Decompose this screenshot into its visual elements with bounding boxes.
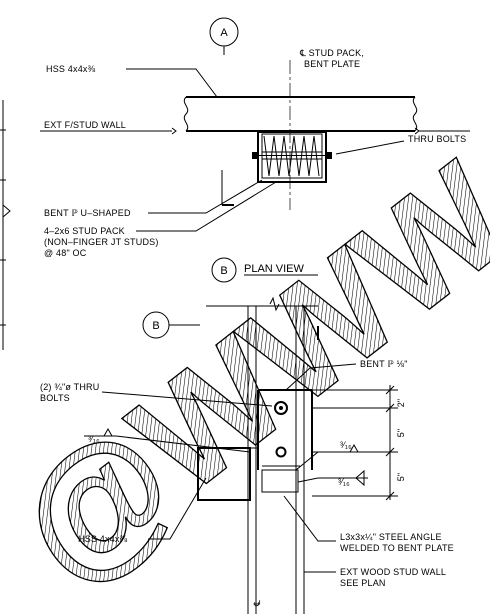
hss-beam [183, 96, 418, 132]
angle-label-1: L3x3x¼" STEEL ANGLE [340, 532, 442, 542]
stud-pack-desc-3: @ 48" OC [44, 248, 87, 258]
section-a-marker-label: A [220, 27, 228, 39]
thru-bolts [274, 401, 288, 458]
bolts-label-1: (2) ¾"ø THRU [40, 382, 99, 392]
plan-view-marker-label: B [220, 265, 227, 277]
weld-right-bottom-label: ³⁄₁₆ [338, 477, 350, 487]
thru-bolt [252, 152, 332, 159]
plan-view-title: PLAN VIEW [244, 263, 305, 275]
section-a: A [40, 17, 470, 258]
bolts-label-2: BOLTS [40, 393, 70, 403]
wall-label-1: EXT WOOD STUD WALL [340, 567, 446, 577]
stud-pack-desc-1: 4–2x6 STUD PACK [44, 226, 125, 236]
dim-mid: 5" [396, 429, 406, 438]
hss-label-a: HSS 4x4x⅜ [46, 64, 96, 74]
ext-wall-label: EXT F/STUD WALL [44, 120, 126, 130]
centerline-mark: ℄ [252, 600, 262, 607]
dim-bottom: 5" [396, 473, 406, 482]
weld-symbol-right-bottom: ³⁄₁₆ [297, 469, 368, 487]
hss-column [197, 447, 251, 501]
bent-plate-label-plan: BENT ℙ ⅛" [360, 359, 408, 369]
stud-pack-desc-2: (NON–FINGER JT STUDS) [44, 237, 159, 247]
weld-symbol-left: ³⁄₁₆ [84, 427, 251, 453]
plan-view-marker [211, 257, 237, 283]
section-cut-mark [221, 170, 234, 206]
wood-stud-wall [206, 296, 318, 614]
stud-pack-label-1: ℄ STUD PACK, [299, 48, 364, 58]
weld-right-top-label: ³⁄₁₆ [340, 440, 352, 450]
dim-top: 2" [396, 399, 406, 408]
plan-view: B PLAN VIEW B [40, 257, 454, 614]
section-b-marker-label: B [152, 320, 159, 332]
weld-symbol-right-top: ³⁄₁₆ [295, 440, 368, 471]
thru-bolts-label: THRU BOLTS [408, 134, 466, 144]
angle-label-2: WELDED TO BENT PLATE [340, 543, 454, 553]
hss-label-plan: HSS 4x4x⅜ [78, 534, 128, 544]
stud-pack [257, 131, 327, 183]
weld-left-label: ³⁄₁₆ [88, 434, 100, 444]
stud-pack-label-2: BENT PLATE [304, 59, 360, 69]
bent-plate-label-a: BENT ℙ U–SHAPED [44, 208, 131, 218]
left-edge-fragment [0, 100, 11, 350]
steel-angle [261, 465, 300, 493]
dimension-string: 2" 5" 5" [312, 385, 406, 501]
ext-wall-line [40, 127, 470, 135]
wall-label-2: SEE PLAN [340, 578, 386, 588]
